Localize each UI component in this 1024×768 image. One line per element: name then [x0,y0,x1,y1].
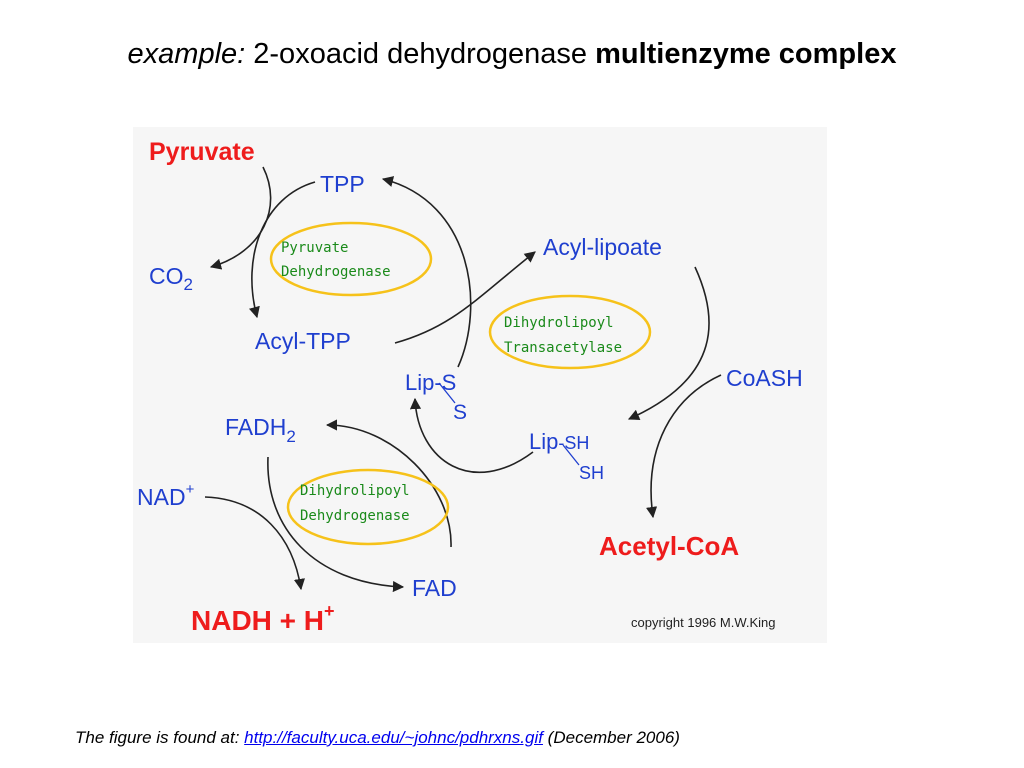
node-nad: NAD+ [137,481,195,510]
node-lip-s-bottom: S [453,401,467,424]
title-middle: 2-oxoacid dehydrogenase [245,38,596,70]
node-lip-sh-bottom: SH [579,463,604,483]
node-pyruvate: Pyruvate [149,138,255,166]
node-lip-sh: Lip-SH [529,429,589,454]
nad-superscript: + [186,481,195,498]
arrow-lipsh-to-fadh2 [325,419,452,548]
node-acyl-lipoate: Acyl-lipoate [543,234,662,260]
enzyme-e3-line1: Dihydrolipoyl [300,483,410,499]
pdh-reaction-figure: Pyruvate Dehydrogenase Dihydrolipoyl Tra… [133,127,827,643]
enzyme-ring-e3 [286,468,450,546]
source-prefix: The figure is found at: [75,728,245,747]
enzyme-e1-line2: Dehydrogenase [281,264,391,280]
thiol-bond [562,444,580,466]
fadh2-main: FADH [225,414,286,440]
copyright-note: copyright 1996 M.W.King [631,615,776,630]
enzyme-e1-line1: Pyruvate [281,240,348,256]
enzyme-e3-line2: Dehydrogenase [300,508,410,524]
nad-main: NAD [137,484,186,510]
disulfide-bond [438,382,456,404]
source-suffix: (December 2006) [542,728,680,747]
enzyme-ring-e2 [488,294,652,370]
node-fadh2: FADH2 [225,414,296,446]
arrow-coash-in [646,374,722,519]
lip-sh-top: -SH [558,433,589,453]
enzyme-ring-e1 [269,221,433,297]
co2-subscript: 2 [184,275,193,294]
enzyme-e2-line2: Transacetylase [504,340,622,356]
nadh-superscript: + [324,601,335,621]
node-nadh: NADH + H+ [191,601,335,636]
nadh-main: NADH + H [191,605,324,636]
figure-source: The figure is found at: http://faculty.u… [75,728,680,748]
lip-s-lip: Lip [405,370,434,395]
node-fad: FAD [412,575,457,601]
lip-s-dash: -S [434,370,456,395]
arrow-fadh2-to-fad [267,456,405,593]
node-acetyl-coa: Acetyl-CoA [599,531,739,561]
lip-sh-lip: Lip [529,429,558,454]
arrow-acyllipoate-to-acetylcoa [627,266,710,420]
arrow-pyruvate-to-co2 [209,166,272,270]
arrow-lips-to-tpp [381,176,472,368]
node-tpp: TPP [320,171,365,197]
co2-main: CO [149,263,184,289]
title-suffix: multienzyme complex [595,38,897,70]
arrow-acyltpp-to-acyllipoate [394,251,536,344]
pdh-diagram: Pyruvate Dehydrogenase Dihydrolipoyl Tra… [137,138,803,636]
arrow-nad-to-nadh [204,496,305,591]
node-co2: CO2 [149,263,193,294]
source-link[interactable]: http://faculty.uca.edu/~johnc/pdhrxns.gi… [244,728,543,747]
node-lip-s: Lip-S [405,370,456,395]
arrow-tpp-to-acyltpp [248,181,316,319]
node-coash: CoASH [726,365,803,391]
title-prefix: example: [127,38,246,70]
enzyme-e2-line1: Dihydrolipoyl [504,315,614,331]
arrow-lipsh-to-lips [409,397,534,474]
slide-title: example: 2-oxoacid dehydrogenase multien… [0,38,1024,71]
node-acyl-tpp: Acyl-TPP [255,328,351,354]
fadh2-subscript: 2 [286,427,295,446]
